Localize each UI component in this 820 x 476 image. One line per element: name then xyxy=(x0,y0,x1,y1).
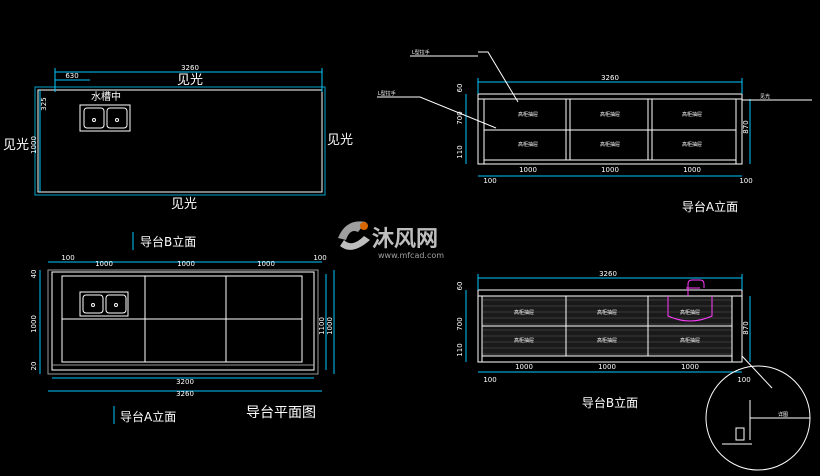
elev-a-drawer-6: 高柜抽屉 xyxy=(682,141,702,148)
elev-a-cabinet xyxy=(477,93,743,165)
elev-a-section-dim-3: 1000 xyxy=(683,166,701,174)
detail-label: 详图 xyxy=(778,411,788,418)
visible-label-left: 见光 xyxy=(3,138,29,153)
elev-a-callout-1: L型拉手 xyxy=(412,49,430,56)
visible-label-top: 见光 xyxy=(177,73,203,88)
elev-b-end-dim-1: 100 xyxy=(483,376,496,384)
elev-a-end-dim-2: 100 xyxy=(739,177,752,185)
plan-small-dim: 325 xyxy=(40,97,48,110)
elev-b-drawer-4: 高柜抽屉 xyxy=(514,337,534,344)
elev-a-left-dim-2: 700 xyxy=(456,111,464,124)
plan-b-left-dim-2: 1000 xyxy=(30,315,38,333)
plan-b-right-dim-1: 1100 xyxy=(318,317,326,335)
detail-callout: 详图 xyxy=(705,355,811,471)
elev-a-title: 导台A立面 xyxy=(682,199,738,214)
elev-b-cabinet xyxy=(477,289,743,363)
countertop-plan-bottom: 100 1000 1000 1000 100 3200 3260 40 1000… xyxy=(30,254,335,421)
plan-b-top-dim-5: 100 xyxy=(313,254,326,262)
double-sink xyxy=(79,104,131,132)
plan-b-sink xyxy=(79,291,129,317)
countertop-outline xyxy=(37,89,323,193)
visible-label-right: 见光 xyxy=(327,133,353,148)
watermark-url: www.mfcad.com xyxy=(378,251,444,260)
elev-b-left-dim-2: 700 xyxy=(456,317,464,330)
elev-b-section-dim-2: 1000 xyxy=(598,363,616,371)
elevation-b-drawing: 高柜抽屉 高柜抽屉 高柜抽屉 高柜抽屉 高柜抽屉 高柜抽屉 3260 100 1… xyxy=(456,270,811,471)
faucet-icon xyxy=(667,279,713,322)
sink-offset-dim: 630 xyxy=(65,72,78,80)
plan-b-top-dim-3: 1000 xyxy=(177,260,195,268)
plan-b-bottom-dim-2: 3260 xyxy=(176,390,194,398)
elev-b-reference-label: 导台B立面 xyxy=(140,234,196,249)
elev-a-drawer-5: 高柜抽屉 xyxy=(600,141,620,148)
elev-b-title: 导台B立面 xyxy=(582,395,638,410)
elev-a-width-dim: 3260 xyxy=(601,74,619,82)
plan-b-top-dim-2: 1000 xyxy=(95,260,113,268)
elev-b-right-dim: 870 xyxy=(742,321,750,334)
plan-depth-dim: 1000 xyxy=(30,136,38,154)
plan-b-right-dim-2: 1000 xyxy=(326,317,334,335)
elev-a-drawer-3: 高柜抽屉 xyxy=(682,111,702,118)
plan-b-left-dim-3: 20 xyxy=(30,362,38,371)
visible-label-bottom: 见光 xyxy=(171,197,197,212)
elev-a-section-dim-2: 1000 xyxy=(601,166,619,174)
watermark-logo-icon xyxy=(338,221,370,250)
plan-b-title: 导台平面图 xyxy=(246,405,316,421)
elev-b-left-dim-3: 110 xyxy=(456,343,464,356)
elev-b-drawer-3: 高柜抽屉 xyxy=(680,309,700,316)
elev-b-section-dim-1: 1000 xyxy=(515,363,533,371)
plan-b-top-dim-1: 100 xyxy=(61,254,74,262)
elev-a-drawer-1: 高柜抽屉 xyxy=(518,111,538,118)
elev-a-callout-right: 见光 xyxy=(760,93,770,100)
elev-a-right-dim: 870 xyxy=(742,120,750,133)
elev-b-drawer-5: 高柜抽屉 xyxy=(597,337,617,344)
elev-a-section-dim-1: 1000 xyxy=(519,166,537,174)
plan-b-left-dim-1: 40 xyxy=(30,270,38,279)
plan-width-dim: 3260 xyxy=(181,64,199,72)
elev-a-reference-label: 导台A立面 xyxy=(120,409,176,424)
elev-a-callout-2: L型拉手 xyxy=(378,90,396,97)
elevation-a-drawing: 高柜抽屉 高柜抽屉 高柜抽屉 高柜抽屉 高柜抽屉 高柜抽屉 3260 100 1… xyxy=(377,49,812,214)
elev-b-drawer-2: 高柜抽屉 xyxy=(597,309,617,316)
elev-a-left-dim-1: 60 xyxy=(456,84,464,93)
elev-a-end-dim-1: 100 xyxy=(483,177,496,185)
elev-a-left-dim-3: 110 xyxy=(456,145,464,158)
plan-b-outer xyxy=(47,269,319,375)
countertop-plan-top: 3260 630 1000 325 水槽中 见光 见光 见光 见光 xyxy=(3,64,353,212)
elev-b-drawer-1: 高柜抽屉 xyxy=(514,309,534,316)
sink-label: 水槽中 xyxy=(91,90,121,103)
elev-b-drawer-6: 高柜抽屉 xyxy=(680,337,700,344)
countertop-edge xyxy=(34,86,326,196)
elev-b-width-dim: 3260 xyxy=(599,270,617,278)
elev-a-drawer-4: 高柜抽屉 xyxy=(518,141,538,148)
elev-b-section-dim-3: 1000 xyxy=(681,363,699,371)
plan-b-bottom-dim-1: 3200 xyxy=(176,378,194,386)
watermark: 沐风网 www.mfcad.com xyxy=(338,221,444,260)
watermark-brand: 沐风网 xyxy=(372,227,438,252)
plan-b-top-dim-4: 1000 xyxy=(257,260,275,268)
elev-a-drawer-2: 高柜抽屉 xyxy=(600,111,620,118)
elev-b-end-dim-2: 100 xyxy=(737,376,750,384)
elev-b-left-dim-1: 60 xyxy=(456,282,464,291)
